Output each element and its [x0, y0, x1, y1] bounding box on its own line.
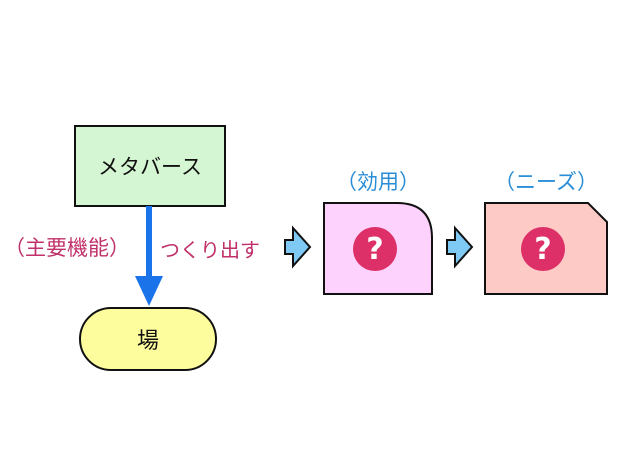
chevron-arrow-1	[284, 225, 312, 269]
utility-header: （効用）	[336, 170, 420, 194]
ba-node	[79, 307, 217, 371]
function-label: （主要機能）	[4, 236, 130, 260]
ba-label: 場	[136, 329, 159, 354]
metaverse-box	[74, 125, 226, 207]
vertical-arrow-head	[135, 276, 163, 306]
question-mark-icon: ?	[521, 227, 565, 271]
make-label: つくり出す	[160, 238, 260, 262]
chevron-arrow-2	[446, 225, 474, 269]
metaverse-label: メタバース	[98, 155, 202, 179]
question-mark-icon: ?	[353, 227, 397, 271]
needs-header: （ニーズ）	[494, 170, 598, 194]
